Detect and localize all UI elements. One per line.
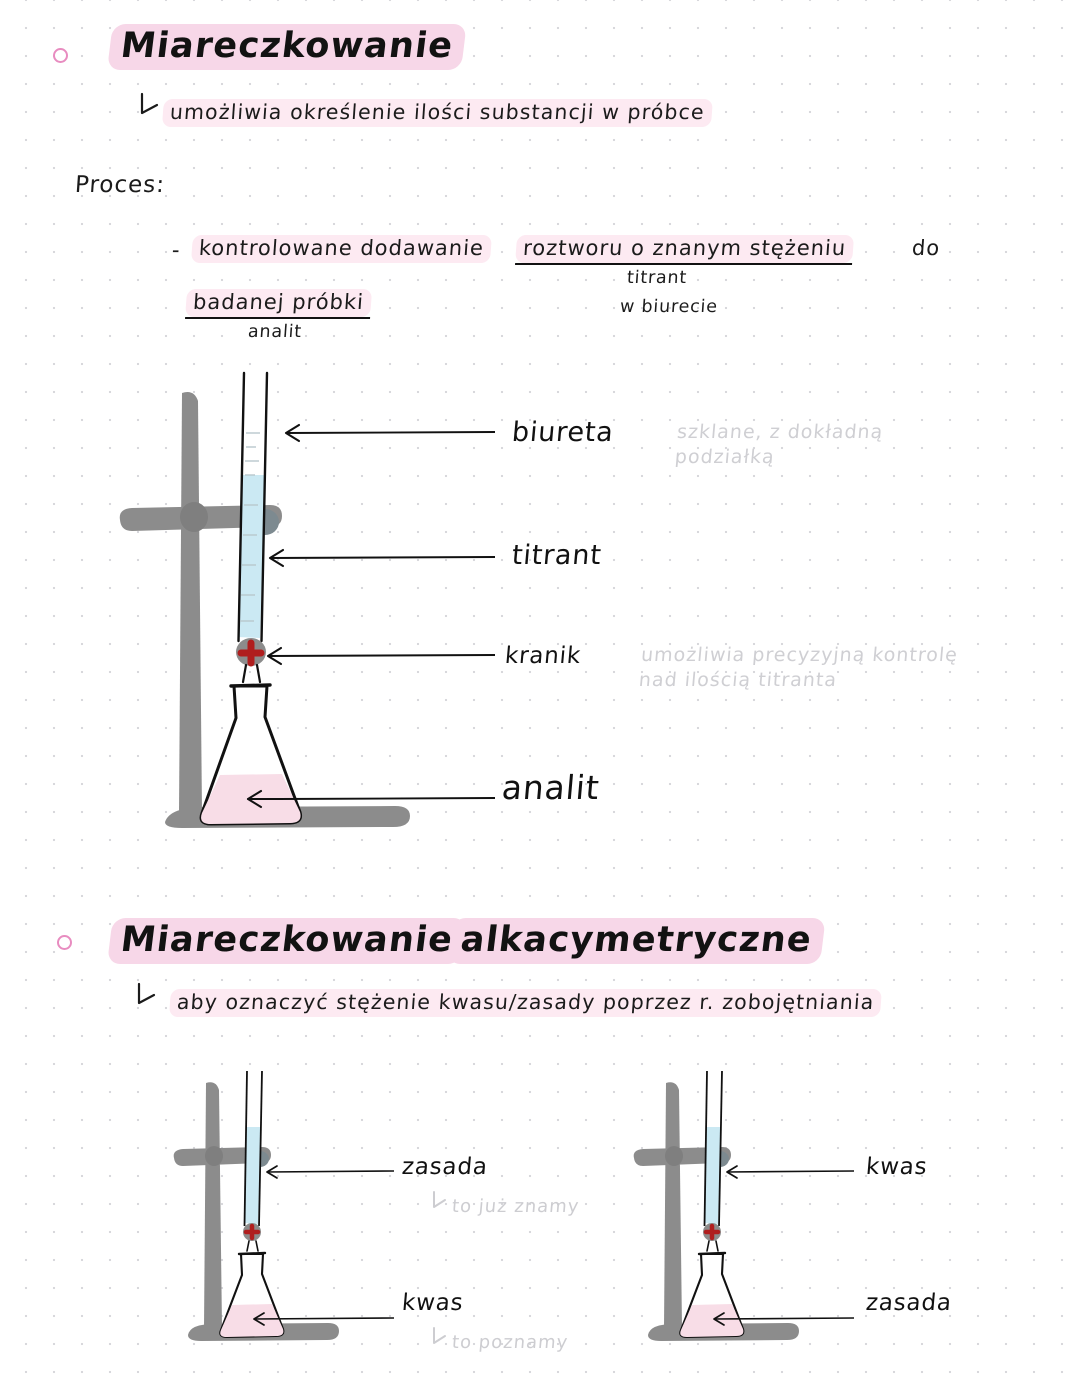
- label-left-burette: zasada: [400, 1154, 489, 1180]
- process-part2: do: [911, 236, 942, 260]
- section1-subtitle-arrow: [138, 92, 160, 120]
- circle-bullet: [53, 48, 68, 63]
- left-flask-note-arrow: [430, 1326, 448, 1350]
- burette-outline-right: [260, 371, 269, 643]
- burette-liquid: [238, 475, 265, 638]
- stand-knob: [180, 502, 208, 532]
- process-dash: -: [171, 238, 182, 262]
- burette-graduations: [240, 432, 260, 622]
- stopcock-cross: [243, 1223, 261, 1241]
- process-part1: kontrolowane dodawanie: [190, 235, 492, 263]
- label-right-burette: kwas: [864, 1154, 929, 1180]
- process-heading: Proces:: [74, 172, 166, 198]
- note-left-burette: to już znamy: [451, 1196, 581, 1217]
- section1-title-text: Miareczkowanie: [107, 24, 468, 70]
- note-w-biurecie: w biurecie: [619, 297, 719, 317]
- label-kranik: kranik: [503, 643, 583, 669]
- section2-title-part2: alkacymetryczne: [447, 918, 826, 964]
- stand-rod: [204, 1082, 222, 1336]
- stand-knob: [205, 1146, 223, 1166]
- label-analit: analit: [500, 768, 602, 807]
- corner-arrow-icon: [433, 1327, 446, 1344]
- burette-outline-right: [718, 1070, 723, 1227]
- left-burette-note-arrow: [430, 1190, 448, 1214]
- stand-knob: [665, 1146, 683, 1166]
- flask-rim: [237, 1251, 267, 1256]
- burette-tip: [246, 1240, 259, 1252]
- burette-outline-left: [703, 1070, 708, 1227]
- burette-outline-right: [258, 1070, 263, 1227]
- section2-subtitle-arrow: [135, 982, 157, 1010]
- section1-subtitle-text: umożliwia określenie ilości substancji w…: [161, 99, 713, 127]
- section2-title-part1: Miareczkowanie: [107, 918, 468, 964]
- flask-liquid: [680, 1304, 744, 1337]
- leader-lines: [253, 1170, 395, 1320]
- flask-rim: [229, 683, 272, 688]
- arrowheads: [253, 1165, 278, 1326]
- burette-outline-left: [237, 371, 246, 643]
- stand-rod: [664, 1082, 682, 1336]
- label-titrant: titrant: [510, 540, 603, 571]
- note-kranik-ghost: umożliwia precyzyjną kontrolę nad ilości…: [637, 644, 959, 691]
- section1-bullet: [53, 48, 68, 63]
- section2-subtitle: aby oznaczyć stężenie kwasu/zasady poprz…: [168, 989, 883, 1017]
- alkalimetry-diagram: [170, 1070, 400, 1353]
- section1-subtitle: umożliwia określenie ilości substancji w…: [161, 99, 713, 127]
- stopcock-cross: [703, 1223, 721, 1241]
- titration-diagram-main: [110, 371, 530, 845]
- note-left-flask: to poznamy: [451, 1332, 570, 1353]
- burette-outline-left: [243, 1070, 248, 1227]
- burette-tip: [706, 1240, 719, 1252]
- corner-arrow-icon: [137, 982, 156, 1005]
- burette-liquid: [244, 1127, 261, 1224]
- corner-arrow-icon: [140, 92, 159, 115]
- corner-arrow-icon: [433, 1191, 446, 1208]
- page-title: Miareczkowanie: [107, 24, 468, 70]
- note-biureta-ghost: szklane, z dokładną podziałką: [673, 421, 885, 468]
- leader-lines: [267, 431, 496, 800]
- leader-lines: [713, 1170, 855, 1320]
- arrowheads: [246, 423, 301, 809]
- acidimetry-diagram: [630, 1070, 860, 1353]
- label-biureta: biureta: [510, 417, 615, 448]
- process-underlined-analit: badanej próbki: [184, 289, 372, 319]
- arrowheads: [713, 1165, 738, 1326]
- circle-bullet: [57, 935, 72, 950]
- label-right-flask: zasada: [864, 1290, 953, 1316]
- burette-liquid: [704, 1127, 721, 1224]
- process-underlined-titrant: roztworu o znanym stężeniu: [514, 235, 855, 265]
- section2-bullet: [57, 935, 72, 950]
- flask-liquid: [220, 1304, 284, 1337]
- stand-rod: [179, 392, 202, 824]
- note-analit: analit: [247, 322, 303, 342]
- burette-tip: [241, 663, 262, 684]
- flask-rim: [697, 1251, 727, 1256]
- label-left-flask: kwas: [400, 1290, 465, 1316]
- note-titrant: titrant: [626, 268, 688, 288]
- stopcock-cross: [237, 639, 265, 667]
